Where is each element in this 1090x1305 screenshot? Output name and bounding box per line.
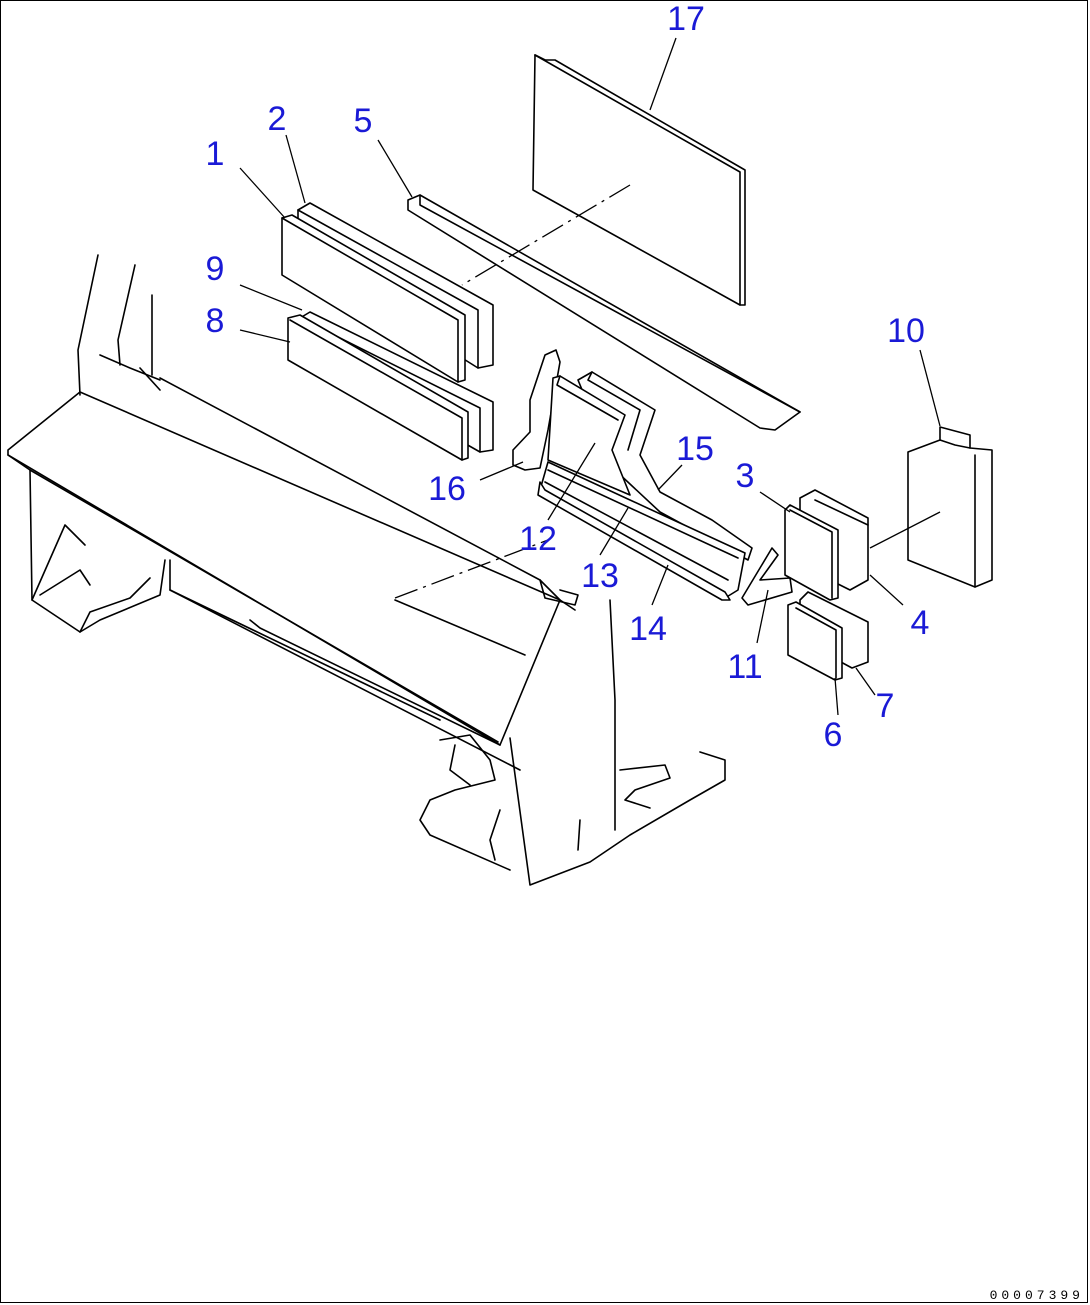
part-1-panel [281, 214, 466, 383]
part-10-panel [907, 426, 993, 588]
callout-12: 12 [519, 520, 557, 558]
floor-deck [7, 391, 561, 746]
part-5-strip [407, 194, 801, 431]
callout-8: 8 [206, 302, 225, 340]
part-17-panel [532, 54, 746, 306]
callout-11: 11 [727, 648, 762, 686]
callout-13: 13 [581, 557, 619, 595]
callout-9: 9 [206, 250, 225, 288]
callout-labels: 1 2 3 4 5 6 7 8 9 10 11 12 13 14 15 16 1… [206, 0, 930, 754]
part-16-bracket [512, 349, 561, 471]
callout-16: 16 [428, 470, 466, 508]
part-14-rail [537, 481, 731, 601]
drawing-id-number: 00007399 [989, 1288, 1084, 1303]
callout-15: 15 [676, 430, 714, 468]
part-12-cover [547, 375, 631, 496]
callout-17: 17 [667, 0, 705, 38]
callout-3: 3 [736, 457, 755, 495]
part-3-block [784, 504, 839, 601]
callout-10: 10 [887, 312, 925, 350]
callout-5: 5 [354, 102, 373, 140]
callout-1: 1 [206, 135, 225, 173]
callout-14: 14 [629, 610, 667, 648]
machine-frame [7, 254, 726, 886]
callout-2: 2 [268, 100, 287, 138]
part-8-panel [287, 314, 469, 461]
callout-4: 4 [911, 604, 930, 642]
leader-lines [239, 37, 941, 716]
callout-6: 6 [824, 716, 843, 754]
part-6-block [787, 601, 843, 681]
part-11-bracket [741, 547, 793, 606]
callout-7: 7 [876, 687, 895, 725]
